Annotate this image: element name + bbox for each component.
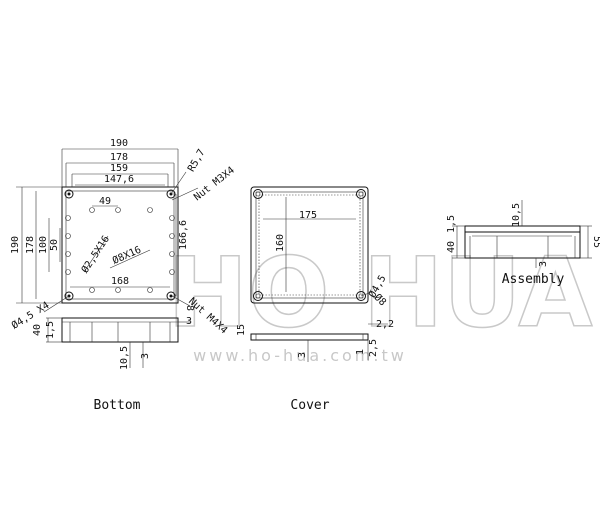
cover-inner-outline bbox=[255, 191, 364, 299]
dim-40-side: 40 bbox=[32, 324, 43, 336]
dim-3-right: 3 bbox=[186, 316, 192, 327]
cover-dim-3: 3 bbox=[297, 352, 308, 358]
hole-large-callout: Ø8X16 bbox=[111, 244, 143, 267]
cover-gasket bbox=[258, 194, 361, 296]
assembly-caption: Assembly bbox=[502, 272, 565, 287]
nut-m3-callout: Nut M3X4 bbox=[192, 165, 237, 203]
dim-159-top: 159 bbox=[110, 163, 128, 174]
dim-8-right: 8 bbox=[184, 305, 195, 311]
dim-49: 49 bbox=[99, 196, 111, 207]
cover-dim-22: 2,2 bbox=[376, 319, 394, 330]
assembly-body bbox=[464, 231, 581, 259]
watermark-brand: HO HUA bbox=[167, 237, 592, 349]
dim-3-side: 3 bbox=[140, 353, 151, 359]
dim-190-left: 190 bbox=[10, 236, 21, 254]
cover-dim-175: 175 bbox=[299, 210, 317, 221]
dim-168: 168 bbox=[111, 276, 129, 287]
cover-dim-160: 160 bbox=[275, 234, 286, 252]
cover-side-profile: 15 2,2 3 1 2,5 bbox=[236, 319, 394, 362]
cover-dim-25: 2,5 bbox=[368, 339, 379, 357]
dim-190-top: 190 bbox=[110, 138, 128, 149]
assembly-dim-40: 40 bbox=[446, 241, 457, 253]
cover-view: 175 160 Ø4,5 Ø8 15 2,2 3 1 2,5 Cover bbox=[236, 186, 394, 413]
cover-outer-outline bbox=[250, 186, 369, 304]
dim-147-top: 147,6 bbox=[104, 174, 134, 185]
assembly-dim-105: 10,5 bbox=[511, 203, 522, 227]
cover-caption: Cover bbox=[290, 398, 329, 413]
dim-100-left: 100 bbox=[38, 236, 49, 254]
assembly-dim-15: 1,5 bbox=[446, 215, 457, 233]
bottom-bosses bbox=[65, 207, 175, 293]
dim-105-side: 10,5 bbox=[119, 346, 130, 370]
assembly-view: 1,5 40 10,5 55 3 Assembly bbox=[446, 200, 600, 287]
dim-166: 166,6 bbox=[178, 220, 189, 250]
bottom-outer-outline bbox=[61, 186, 179, 304]
cover-dim-15: 15 bbox=[236, 324, 247, 336]
bottom-side-profile: 40 1,5 10,5 3 3 8 bbox=[32, 305, 195, 370]
bottom-caption: Bottom bbox=[94, 398, 141, 413]
watermark: HO HUA www.ho-hua.com.tw bbox=[167, 236, 594, 365]
assembly-lid bbox=[464, 225, 581, 233]
dim-178-left: 178 bbox=[25, 236, 36, 254]
bottom-top-dimensions: 190 178 159 147,6 bbox=[61, 138, 179, 187]
bottom-inner-outline bbox=[65, 190, 175, 300]
watermark-url: www.ho-hua.com.tw bbox=[193, 346, 407, 365]
dim-178-top: 178 bbox=[110, 152, 128, 163]
bottom-left-dimensions: 190 178 100 50 bbox=[10, 186, 62, 304]
cover-dim-1: 1 bbox=[355, 349, 366, 355]
cover-corner-holes bbox=[253, 189, 366, 301]
radius-callout: R5,7 bbox=[186, 148, 208, 174]
assembly-dim-3: 3 bbox=[538, 261, 549, 267]
dim-50-left: 50 bbox=[49, 239, 60, 251]
assembly-dim-55: 55 bbox=[591, 236, 600, 248]
hole-small-callout: Ø2,5X16 bbox=[79, 233, 112, 275]
dim-15-side: 1,5 bbox=[45, 321, 56, 339]
